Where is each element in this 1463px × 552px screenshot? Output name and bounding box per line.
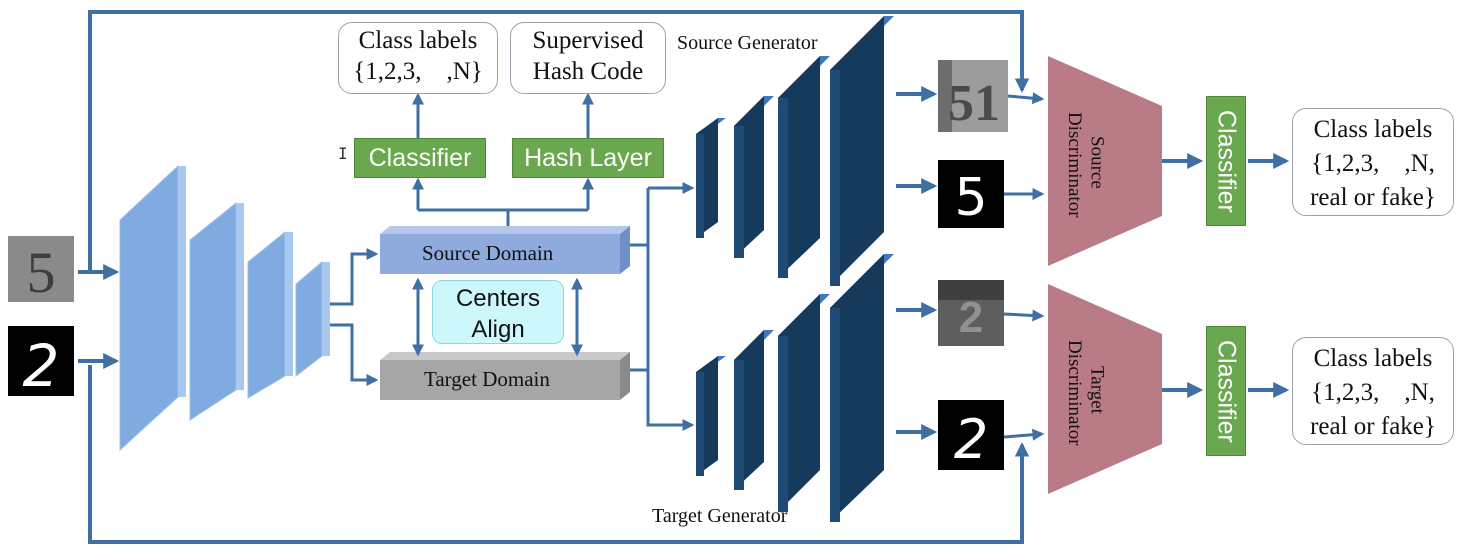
- digit-gen-source-b-glyph: 5: [954, 168, 987, 228]
- classifier-module-upper: Classifier: [1206, 96, 1246, 226]
- digit-input-source-glyph: 5: [27, 240, 56, 305]
- class-labels-box-lower: Class labels {1,2,3, ,N, real or fake}: [1292, 337, 1454, 445]
- centers-align-line2: Align: [471, 316, 525, 344]
- source-generator-label: Source Generator: [677, 32, 818, 54]
- digit-input-source: 5: [8, 236, 74, 305]
- tgt-gen-layer-4: [830, 254, 884, 522]
- enc-to-target-domain: [330, 323, 379, 386]
- source-discriminator-label: Source Discriminator: [1062, 112, 1108, 218]
- source-domain-block: [380, 226, 630, 274]
- supervised-hash-line1: Supervised: [532, 27, 644, 54]
- class-labels-box-top: Class labels {1,2,3, ,N}: [338, 22, 498, 94]
- tgt-gen-layer-3: [778, 294, 820, 512]
- source-discriminator-line1: Source: [1086, 135, 1108, 189]
- target-discriminator-line1: Target: [1086, 366, 1108, 414]
- digit-input-target-glyph: 2: [23, 332, 60, 400]
- encoder-layer-3: [247, 230, 286, 399]
- class-labels-top-line1: Class labels: [358, 27, 478, 54]
- target-generator-label: Target Generator: [652, 505, 788, 527]
- encoder-layer-4: [295, 260, 323, 378]
- src-gen-layer-4: [830, 16, 884, 286]
- digit-input-target: 2: [8, 326, 74, 400]
- encoder-stack: [119, 164, 330, 452]
- encoder-layer-2: [189, 201, 237, 421]
- digit-gen-source-b: 5: [938, 160, 1004, 228]
- centers-align-box: Centers Align: [432, 280, 564, 344]
- digit-gen-target-b: 2: [938, 400, 1004, 471]
- target-domain-label: Target Domain: [424, 367, 550, 391]
- supervised-hash-code-box: Supervised Hash Code: [510, 22, 666, 94]
- classifier-module-top: Classifier: [354, 138, 486, 178]
- centers-align-line1: Centers: [455, 285, 541, 312]
- class-labels-lower-line3: real or fake}: [1310, 413, 1436, 440]
- digit-gen-source-a: 51: [938, 60, 1008, 132]
- bottom-loop-line: [88, 365, 1030, 544]
- target-discriminator-shape: [1048, 284, 1162, 494]
- digit-gen-target-a: 2: [938, 280, 1004, 346]
- encoder-layer-1: [119, 164, 179, 452]
- digit-gen-target-a-glyph: 2: [959, 293, 983, 342]
- source-generator: [696, 16, 894, 286]
- hash-layer-module: Hash Layer: [512, 138, 664, 178]
- target-generator: [696, 254, 894, 522]
- top-loop-line: [88, 10, 1030, 272]
- classifier-module-lower: Classifier: [1206, 326, 1246, 456]
- class-labels-lower-line1: Class labels: [1313, 345, 1433, 372]
- class-labels-upper-line2: {1,2,3, ,N,: [1311, 150, 1435, 177]
- class-labels-lower-line2: {1,2,3, ,N,: [1311, 379, 1435, 406]
- digit-gen-target-b-glyph: 2: [954, 408, 988, 471]
- source-discriminator-line2: Discriminator: [1063, 112, 1085, 218]
- source-domain-label: Source Domain: [422, 241, 554, 265]
- target-discriminator-label: Target Discriminator: [1062, 340, 1108, 446]
- class-labels-upper-line1: Class labels: [1313, 116, 1433, 143]
- class-labels-top-line2: {1,2,3, ,N}: [353, 58, 483, 86]
- source-discriminator-shape: [1048, 56, 1162, 266]
- supervised-hash-line2: Hash Code: [532, 58, 644, 86]
- target-domain-block: [380, 352, 630, 400]
- digit-gen-source-a-glyph: 51: [948, 75, 1000, 132]
- enc-to-source-domain: [330, 248, 379, 306]
- class-labels-box-upper: Class labels {1,2,3, ,N, real or fake}: [1292, 108, 1454, 216]
- target-discriminator-line2: Discriminator: [1063, 340, 1085, 446]
- src-gen-layer-3: [778, 56, 820, 278]
- outer-loop-arrows: [88, 10, 1030, 544]
- class-labels-upper-line3: real or fake}: [1310, 184, 1436, 211]
- text-cursor-icon: I: [338, 144, 348, 163]
- domains-to-generators: [630, 243, 650, 372]
